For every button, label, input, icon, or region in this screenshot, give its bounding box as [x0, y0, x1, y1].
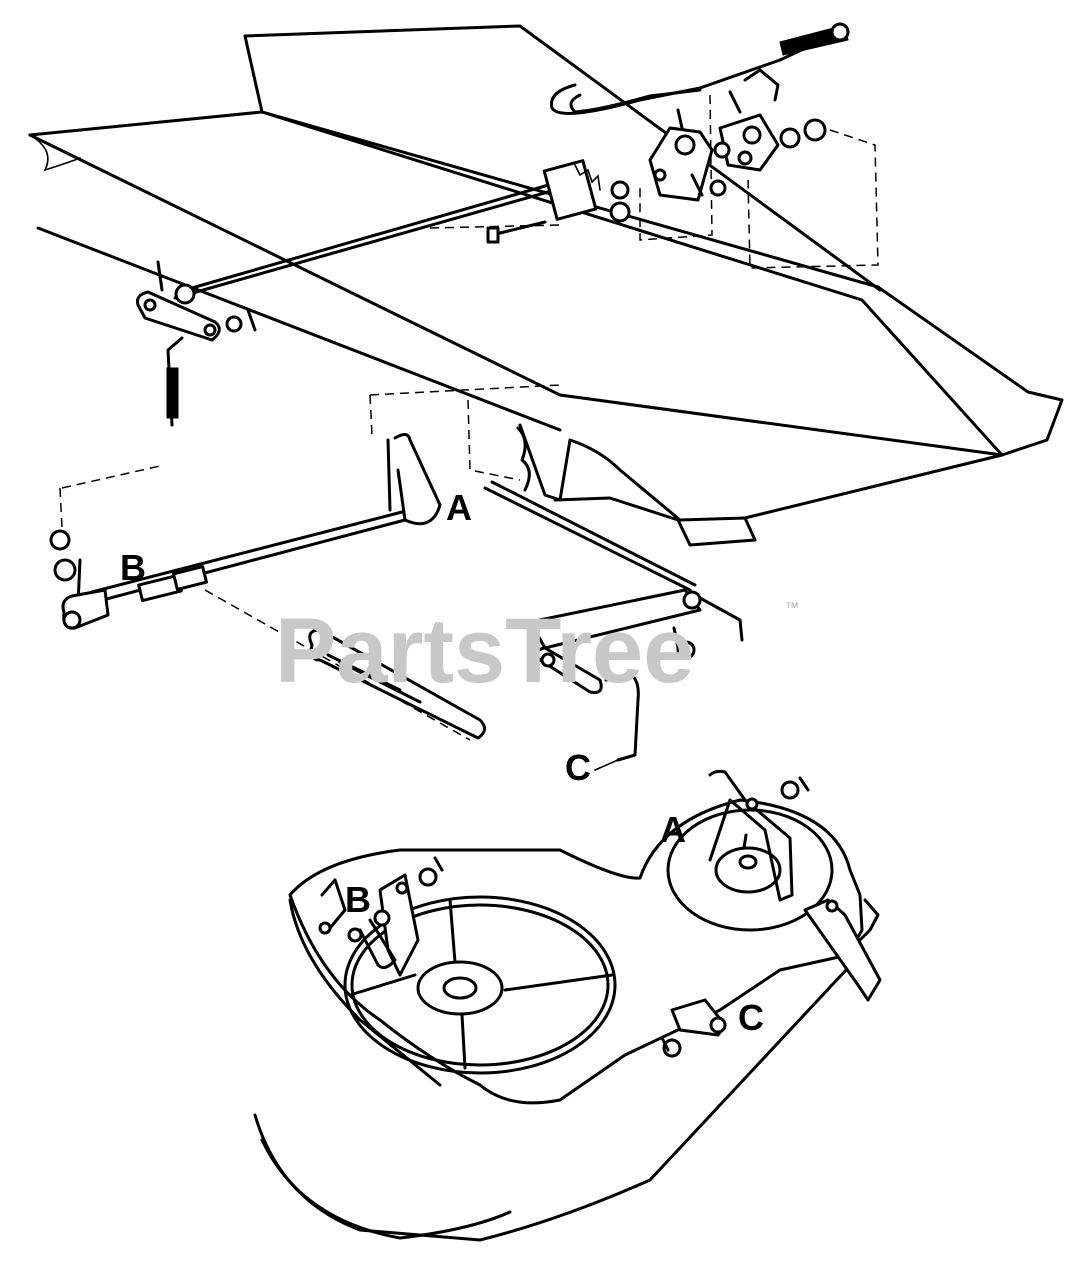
assembly-guide-lines — [59, 94, 879, 741]
watermark-text: PartsTree — [275, 600, 694, 702]
callout-frame-c: C — [565, 747, 591, 788]
left-pivot-assembly — [49, 433, 442, 630]
callout-deck-c: C — [738, 997, 764, 1038]
watermark: PartsTree ™ — [275, 599, 799, 702]
callout-frame-b: B — [120, 547, 146, 588]
height-adjust-lever[interactable] — [549, 22, 850, 130]
callout-frame-a: A — [446, 487, 472, 528]
left-link — [136, 260, 257, 427]
callout-labels: A B C A B C — [120, 487, 764, 1038]
lift-bracket — [648, 113, 827, 202]
lift-rod — [173, 159, 601, 300]
adjustment-link — [308, 628, 486, 740]
rear-bracket-assembly — [483, 480, 744, 762]
rod-hardware — [486, 180, 631, 244]
watermark-trademark: ™ — [785, 599, 799, 615]
deck-hanger-brackets — [318, 769, 882, 1058]
callout-deck-a: A — [660, 809, 686, 850]
callout-deck-b: B — [345, 879, 371, 920]
tractor-frame — [28, 24, 1064, 547]
mower-deck — [253, 798, 880, 1242]
